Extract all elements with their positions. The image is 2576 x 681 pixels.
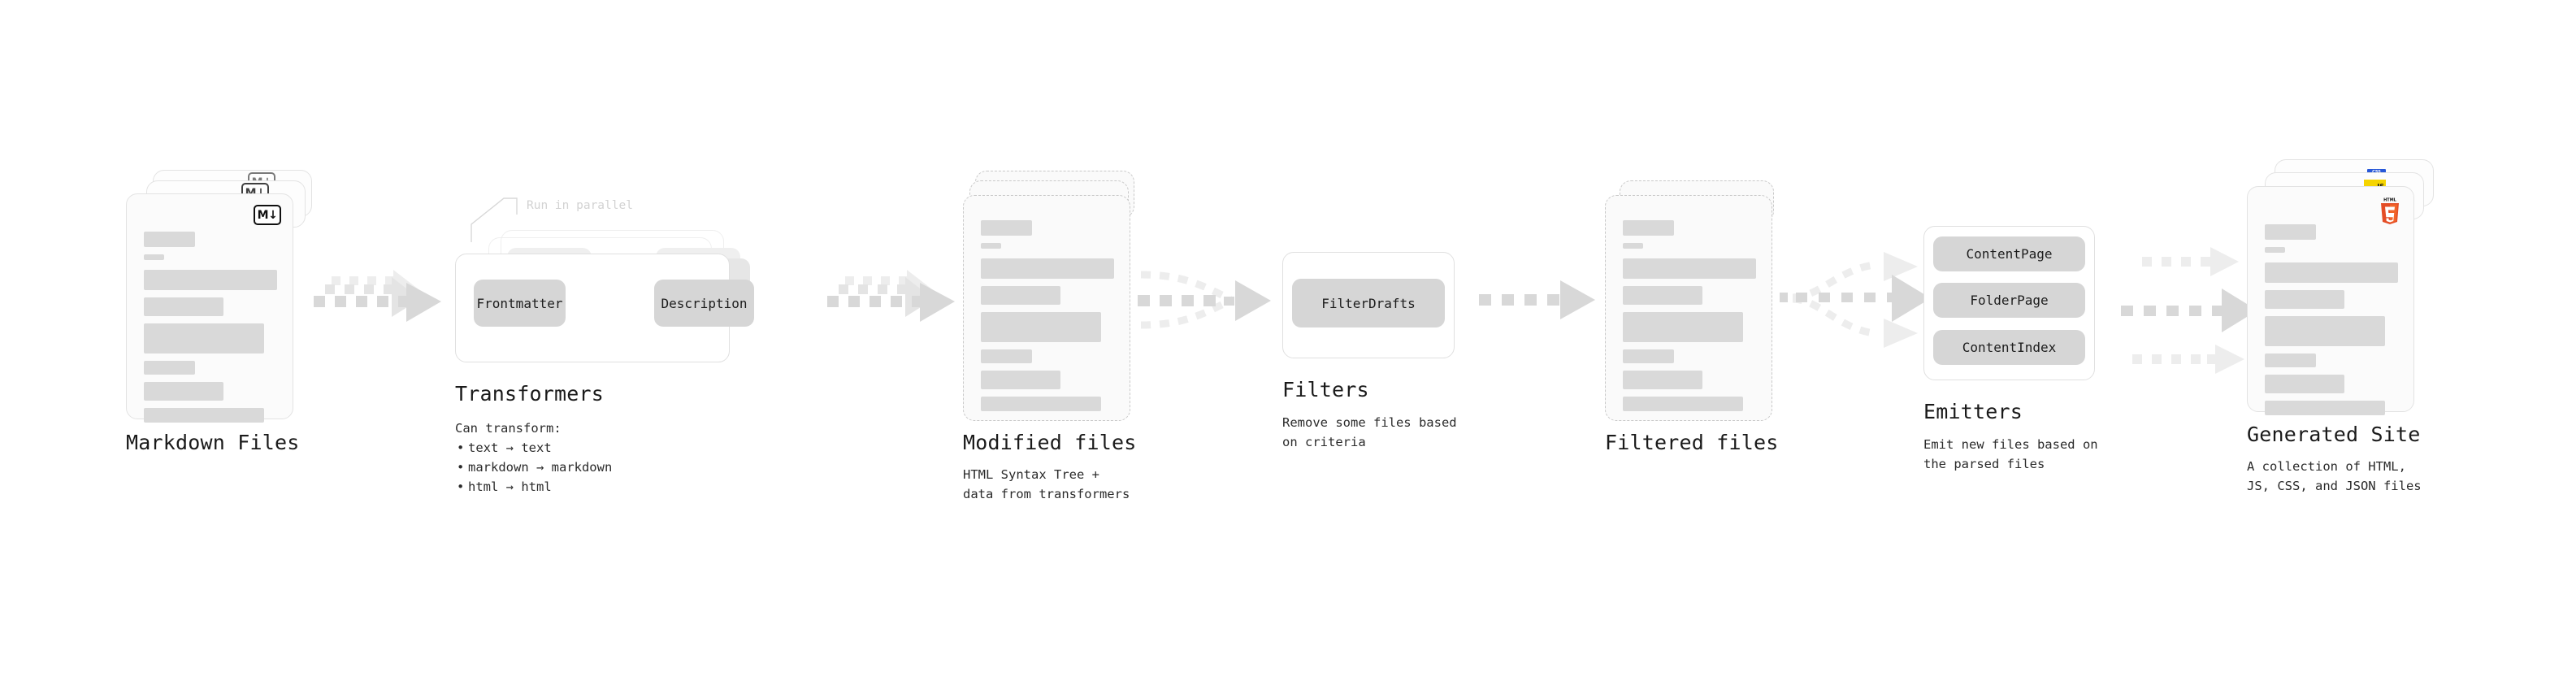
bar [144,254,164,260]
transformer-pill-frontmatter[interactable]: Frontmatter [474,280,566,327]
placeholder-bars [981,220,1114,419]
run-in-parallel-label: Run in parallel [527,199,633,212]
stage-title-filters: Filters [1282,378,1369,401]
stage-title-emitters: Emitters [1923,400,2023,423]
site-card-front-html: HTML [2247,186,2414,415]
bar [2265,224,2316,240]
stage-title-generated-site: Generated Site [2247,423,2421,446]
list-item: text → text [455,438,699,458]
filtered-card-front [1605,195,1772,421]
stage-title-markdown-files: Markdown Files [126,431,300,454]
svg-text:HTML: HTML [2383,198,2397,203]
stage-title-modified-files: Modified files [963,431,1137,454]
list-item: markdown → markdown [455,458,699,477]
emitter-pill-folderpage[interactable]: FolderPage [1933,283,2085,318]
bar [981,258,1114,279]
bar [1623,349,1674,363]
bar [2265,262,2398,283]
stage-desc-modified-files: HTML Syntax Tree + data from transformer… [963,467,1130,502]
bar [144,297,223,316]
bar [1623,312,1743,342]
modified-card-front [963,195,1130,421]
bar [2265,375,2344,393]
bar [1623,258,1756,279]
bar [981,371,1060,389]
bar [981,286,1060,305]
bar [1623,286,1702,305]
list-item: html → html [455,477,699,497]
bar [144,232,195,247]
placeholder-bars [1623,220,1756,419]
stage-desc-filters: Remove some files based on criteria [1282,415,1457,450]
bar [1623,397,1743,411]
bar [144,323,264,354]
connector-emitters-to-site [2121,247,2257,374]
placeholder-bars [144,232,277,430]
bar [1623,243,1643,249]
bar [981,243,1001,249]
emitter-pill-contentpage[interactable]: ContentPage [1933,236,2085,271]
bar [2265,247,2285,253]
bar [144,408,264,423]
can-transform-label: Can transform: [455,421,562,436]
bar [2265,316,2385,346]
bar [981,349,1032,363]
connector-transformers-to-modified [827,270,955,322]
html5-badge-icon: HTML [2381,198,2399,224]
bar [981,397,1101,411]
bar [1623,220,1674,236]
stage-title-transformers: Transformers [455,382,605,406]
placeholder-bars [2265,224,2398,423]
connector-modified-to-filters [1138,271,1271,329]
stage-desc-emitters: Emit new files based on the parsed files [1923,437,2098,472]
bar [144,270,277,290]
connector-filters-to-filtered [1479,280,1595,319]
bar [981,220,1032,236]
stage-desc-transformers: Can transform: text → text markdown → ma… [455,419,699,497]
bar [144,382,223,401]
bar [2265,401,2385,415]
stage-title-filtered-files: Filtered files [1605,431,1779,454]
stage-desc-generated-site: A collection of HTML, JS, CSS, and JSON … [2247,459,2422,494]
bar [981,312,1101,342]
bar [2265,354,2316,367]
bar [1623,371,1702,389]
bar [2265,290,2344,309]
markdown-card-front: M↓ [126,193,293,423]
transform-bullet-list: text → text markdown → markdown html → h… [455,438,699,497]
markdown-badge-icon: M↓ [254,205,281,225]
emitter-pill-contentindex[interactable]: ContentIndex [1933,330,2085,365]
filter-pill-filterdrafts[interactable]: FilterDrafts [1292,279,1445,327]
connector-filtered-to-emitters [1780,252,1931,348]
run-in-parallel-leader [471,197,518,242]
transformer-pill-description[interactable]: Description [654,280,754,327]
connector-md-to-transformers [314,270,441,322]
bar [144,361,195,375]
